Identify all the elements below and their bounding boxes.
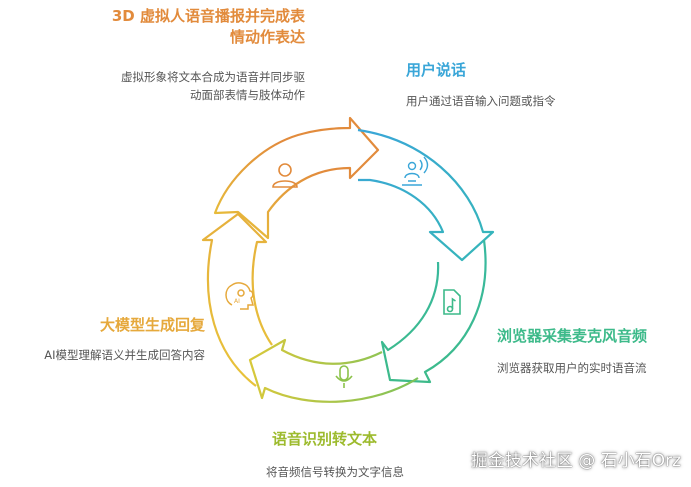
- step-title: 大模型生成回复: [99, 316, 205, 334]
- cycle-arrow-yellow: [201, 212, 273, 387]
- watermark: 掘金技术社区 @ 石小石Orz: [470, 451, 681, 471]
- cycle-arrow-lime: [248, 338, 419, 403]
- svg-text:AI: AI: [234, 298, 240, 305]
- step-description-line: 虚拟形象将文本合成为语音并同步驱: [121, 70, 305, 84]
- cycle-arrow-orange: [213, 116, 380, 240]
- step-title: 用户说话: [406, 61, 467, 79]
- audio-file-icon: [443, 289, 461, 315]
- person-icon: [272, 163, 298, 188]
- speaking-user-icon: [402, 156, 429, 186]
- step-description-line: 动面部表情与肢体动作: [190, 88, 305, 102]
- step-description: 虚拟形象将文本合成为语音并同步驱 动面部表情与肢体动作: [40, 68, 305, 104]
- step-title: 语音识别转文本: [272, 430, 378, 448]
- microphone-icon: [335, 365, 353, 388]
- step-description: 用户通过语音输入问题或指令: [406, 94, 556, 108]
- step-title: 3D 虚拟人语音播报并完成表 情动作表达: [40, 6, 305, 48]
- step-title-line: 情动作表达: [229, 28, 305, 46]
- step-description: 浏览器获取用户的实时语音流: [497, 361, 647, 375]
- cycle-arrow-blue: [357, 128, 495, 262]
- step-title: 浏览器采集麦克风音频: [497, 327, 648, 345]
- step-description: 将音频信号转换为文字信息: [266, 465, 404, 479]
- ai-brain-icon: AI: [225, 282, 254, 310]
- cycle-arrow-green: [380, 239, 487, 384]
- step-description: AI模型理解语义并生成回答内容: [44, 348, 205, 362]
- step-title-line: 3D 虚拟人语音播报并完成表: [111, 7, 305, 25]
